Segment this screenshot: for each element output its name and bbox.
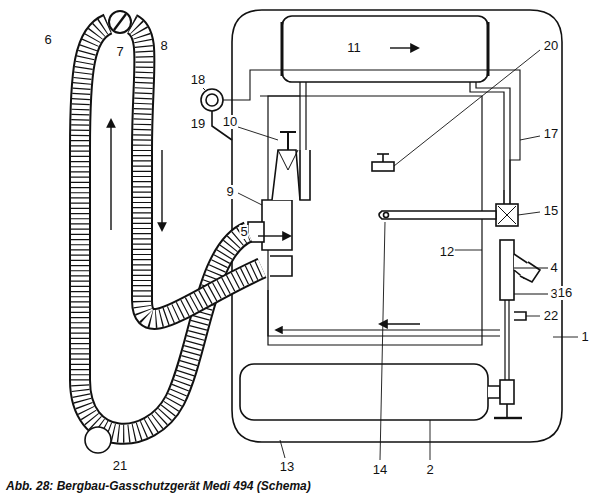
valve-housing (262, 200, 292, 250)
breathing-hoses (80, 24, 262, 434)
callout-number: 9 (225, 185, 234, 199)
mouthpiece (109, 11, 131, 33)
callout-number: 19 (190, 117, 206, 131)
callout-number: 11 (346, 41, 362, 55)
callout-number: 21 (112, 459, 128, 473)
check-valve (372, 154, 394, 171)
callout-number: 5 (239, 225, 248, 239)
callout-number: 2 (425, 463, 434, 477)
valve-wheel (280, 132, 296, 150)
cartridge (282, 16, 488, 82)
callout-number: 12 (439, 245, 455, 259)
callout-number: 1 (580, 330, 589, 344)
callout-number: 15 (543, 204, 559, 218)
callout-number: 10 (222, 115, 238, 129)
control-lever (379, 211, 496, 219)
callout-number: 16 (557, 286, 573, 300)
callout-number: 7 (115, 45, 124, 59)
callout-number: 17 (543, 127, 559, 141)
callout-number: 22 (543, 309, 559, 323)
pressure-reducer (496, 204, 518, 226)
callout-number: 18 (190, 73, 206, 87)
callout-number: 20 (543, 39, 559, 53)
pressure-gauge (201, 89, 223, 111)
callout-number: 8 (159, 39, 168, 53)
bottle-valve (500, 380, 514, 404)
saliva-trap (85, 427, 111, 453)
callout-number: 13 (279, 460, 295, 474)
housing (232, 10, 562, 442)
callout-number: 4 (549, 261, 558, 275)
callout-number: 6 (43, 33, 52, 47)
oxygen-bottle (240, 364, 488, 420)
callout-number: 14 (372, 463, 388, 477)
figure-caption: Abb. 28: Bergbau-Gasschutzgerät Medi 494… (6, 479, 311, 493)
bypass-button (514, 312, 526, 320)
